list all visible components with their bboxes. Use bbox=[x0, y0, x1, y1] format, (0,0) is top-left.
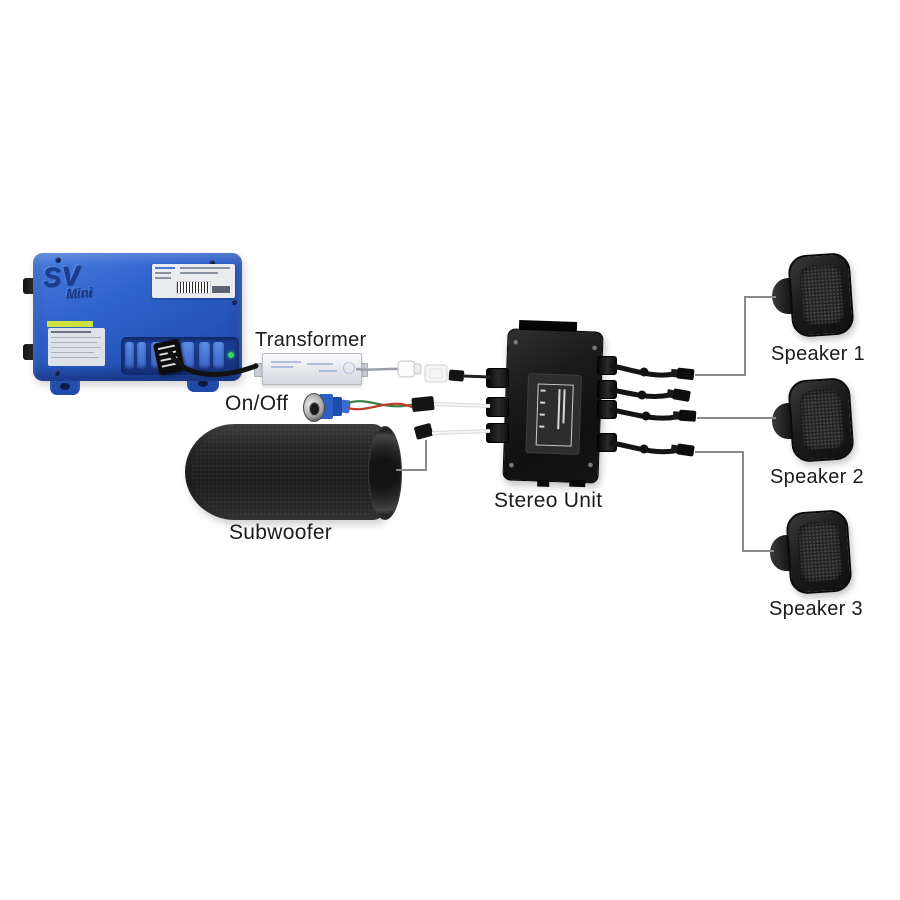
transformer-unit bbox=[254, 352, 368, 385]
plug-to-input-1 bbox=[448, 369, 465, 382]
clear-connector bbox=[424, 364, 448, 383]
wire-transformer-out bbox=[355, 367, 401, 371]
white-connector bbox=[397, 360, 422, 378]
speaker-1 bbox=[772, 251, 855, 339]
line-speaker-1 bbox=[695, 296, 776, 376]
speaker-1-label: Speaker 1 bbox=[771, 343, 865, 365]
transformer-body bbox=[262, 353, 362, 385]
bullet-connector-3 bbox=[672, 409, 697, 422]
white-cable-input-3 bbox=[431, 430, 491, 434]
subwoofer-body bbox=[185, 424, 385, 520]
foot-hole bbox=[198, 380, 208, 387]
plug-subwoofer bbox=[414, 423, 434, 440]
ce-mark-icon bbox=[212, 286, 230, 293]
foot-hole bbox=[60, 383, 70, 390]
screw-icon bbox=[231, 299, 237, 305]
status-led-icon bbox=[228, 352, 234, 358]
barcode-icon bbox=[176, 281, 211, 294]
screw-icon bbox=[209, 260, 215, 266]
screw-icon bbox=[54, 370, 60, 376]
speaker-2-label: Speaker 2 bbox=[770, 466, 864, 488]
bullet-connector-2 bbox=[666, 388, 691, 402]
line-subwoofer bbox=[396, 440, 427, 471]
lead-to-input-1 bbox=[462, 374, 491, 379]
cable-gland-top bbox=[23, 278, 36, 294]
bullet-connector-4 bbox=[670, 443, 695, 457]
speaker-3-label: Speaker 3 bbox=[769, 598, 863, 620]
print-stamp bbox=[343, 362, 355, 374]
line-speaker-3 bbox=[695, 451, 774, 552]
wire-red bbox=[347, 402, 415, 411]
cable-controller-transformer bbox=[167, 349, 259, 377]
bullet-connector-1 bbox=[670, 367, 695, 381]
speaker-3 bbox=[770, 508, 853, 596]
yellow-sticker bbox=[47, 321, 93, 327]
mounting-foot-left bbox=[50, 377, 80, 395]
stereo-unit bbox=[486, 319, 618, 489]
transformer-label: Transformer bbox=[255, 329, 367, 351]
spec-sticker bbox=[152, 264, 235, 298]
subwoofer-label: Subwoofer bbox=[229, 521, 333, 544]
stereo-unit-label: Stereo Unit bbox=[494, 489, 603, 512]
cable-gland-bottom bbox=[23, 344, 36, 360]
button-face bbox=[303, 393, 325, 422]
spa-controller: SV Mini bbox=[23, 253, 242, 398]
on-off-label: On/Off bbox=[225, 392, 289, 415]
subwoofer-unit bbox=[185, 424, 402, 520]
white-cable-input-2 bbox=[433, 403, 491, 407]
speaker-2 bbox=[772, 376, 855, 464]
subwoofer-end-cap bbox=[368, 426, 402, 520]
warning-sticker bbox=[48, 328, 105, 366]
screw-icon bbox=[55, 257, 61, 263]
plug-on-off bbox=[411, 396, 435, 412]
controller-enclosure: SV Mini bbox=[33, 253, 242, 381]
on-off-button bbox=[303, 392, 353, 422]
